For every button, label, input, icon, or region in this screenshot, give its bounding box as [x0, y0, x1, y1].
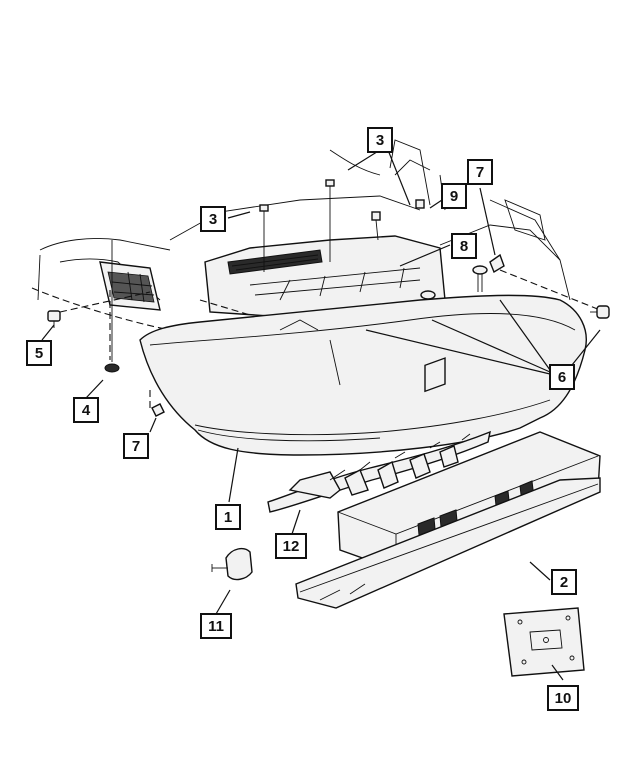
tow-hook-cover — [211, 547, 253, 581]
push-pin-fastener — [47, 310, 61, 328]
clip-7-left — [151, 403, 165, 417]
callout-7-right-label: 7 — [476, 164, 484, 181]
callout-1: 1 — [215, 504, 241, 530]
leader-lines — [41, 149, 601, 681]
callout-9-label: 9 — [450, 188, 458, 205]
callout-6-label: 6 — [558, 369, 566, 386]
screw-3-left — [259, 204, 269, 272]
screw-3-right — [371, 211, 381, 241]
callout-5-label: 5 — [35, 345, 43, 362]
callout-3-top-label: 3 — [376, 132, 384, 149]
screw-3-center — [325, 179, 335, 262]
callout-7-right: 7 — [467, 159, 493, 185]
bumper-fascia — [139, 294, 587, 456]
callout-3-left-label: 3 — [209, 211, 217, 228]
callout-11-label: 11 — [208, 618, 224, 635]
license-plate-bracket — [503, 607, 585, 677]
push-pin-9 — [415, 199, 425, 209]
push-pin-side — [590, 305, 610, 319]
lower-absorber — [267, 430, 491, 513]
reinforcement-beam — [295, 357, 601, 609]
callout-4-label: 4 — [82, 402, 91, 419]
callout-7-left-label: 7 — [132, 438, 140, 455]
callout-12: 12 — [275, 533, 307, 559]
callout-7-left: 7 — [123, 433, 149, 459]
callout-10-label: 10 — [555, 690, 572, 707]
callout-12-label: 12 — [283, 538, 300, 555]
clip-7-right — [489, 253, 505, 274]
callout-2-label: 2 — [560, 574, 568, 591]
callout-10: 10 — [547, 685, 579, 711]
screw-4 — [104, 240, 120, 373]
left-tail-light — [99, 261, 161, 311]
callout-8: 8 — [451, 233, 477, 259]
callout-5: 5 — [26, 340, 52, 366]
callout-2: 2 — [551, 569, 577, 595]
callout-1-label: 1 — [224, 509, 232, 526]
callout-3-top: 3 — [367, 127, 393, 153]
callout-3-left: 3 — [200, 206, 226, 232]
callout-8-label: 8 — [460, 238, 468, 255]
vehicle-rear-body — [31, 139, 571, 331]
callout-6: 6 — [549, 364, 575, 390]
callout-4: 4 — [73, 397, 99, 423]
callout-11: 11 — [200, 613, 232, 639]
push-pin-6-c — [472, 265, 488, 292]
callout-9: 9 — [441, 183, 467, 209]
